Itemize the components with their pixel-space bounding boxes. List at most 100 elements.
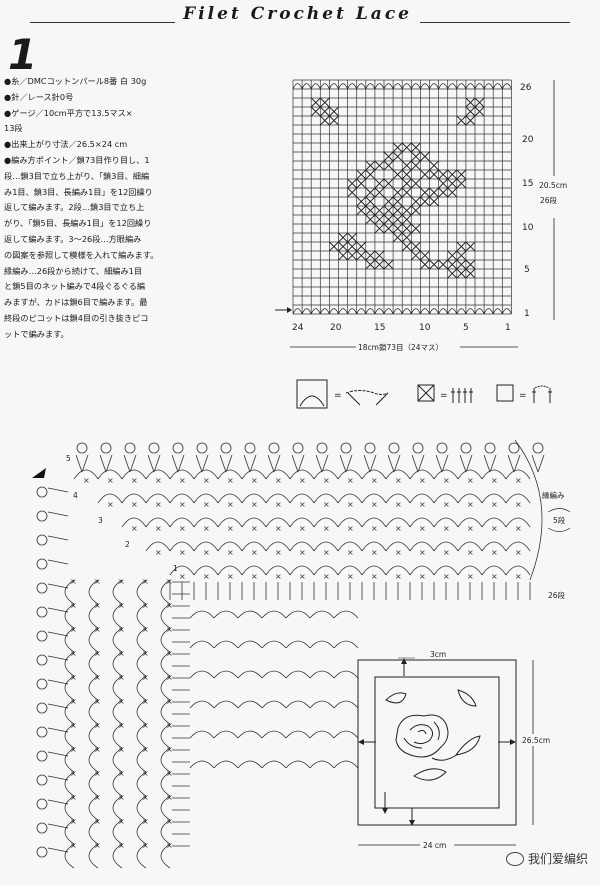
- single-crochet-mark: ×: [227, 548, 234, 557]
- filled-block: [438, 259, 449, 270]
- picot: [36, 726, 48, 738]
- net-arch: [465, 308, 476, 315]
- page-title: Filet Crochet Lace: [175, 4, 420, 24]
- single-crochet-mark: ×: [419, 524, 426, 533]
- filled-block: [383, 214, 394, 225]
- net-loop: [285, 700, 311, 709]
- net-arch: [410, 308, 421, 315]
- picot-stem: [171, 454, 179, 473]
- net-loop: [361, 517, 387, 528]
- single-crochet-mark: ×: [179, 572, 186, 581]
- picot: [36, 582, 48, 594]
- net-loop: [160, 579, 171, 605]
- rose-icon: [395, 714, 449, 758]
- filled-block: [329, 106, 339, 117]
- single-crochet-mark: ×: [107, 500, 114, 509]
- filled-block: [447, 169, 458, 180]
- instruction-line: ●糸／DMCコットンパール8番 白 30g: [4, 76, 147, 86]
- filled-block: [438, 169, 449, 180]
- net-loop: [457, 541, 483, 552]
- picot-stem: [249, 454, 257, 473]
- row26-label: 26段: [548, 590, 566, 600]
- net-loop: [261, 640, 287, 649]
- net-loop: [112, 603, 123, 629]
- net-loop: [64, 579, 75, 605]
- net-loop: [169, 565, 195, 576]
- single-crochet-mark: ×: [347, 572, 354, 581]
- pattern-number: 1: [8, 30, 38, 79]
- net-loop: [160, 723, 171, 749]
- net-loop: [337, 469, 363, 480]
- net-arch: [356, 83, 367, 90]
- instruction-line: みますが、カドは鎖6目で編みます。最: [4, 297, 148, 308]
- instruction-line: 縁編み…26段から続けて、細編み1目: [4, 265, 143, 276]
- single-crochet-mark: ×: [142, 577, 149, 586]
- filled-block: [401, 187, 412, 198]
- single-crochet-mark: ×: [118, 841, 125, 850]
- net-loop: [309, 700, 335, 709]
- picot-stem: [531, 454, 539, 473]
- net-arch: [329, 83, 339, 90]
- net-loop: [433, 541, 459, 552]
- row-label-15: 15: [522, 179, 533, 189]
- single-crochet-mark: ×: [491, 548, 498, 557]
- single-crochet-mark: ×: [395, 572, 402, 581]
- filled-block: [310, 97, 321, 108]
- net-loop: [112, 795, 123, 821]
- single-crochet-mark: ×: [166, 817, 173, 826]
- net-arch: [374, 83, 385, 90]
- net-loop: [64, 603, 75, 629]
- single-crochet-mark: ×: [371, 500, 378, 509]
- filled-block: [319, 115, 330, 126]
- single-crochet-mark: ×: [94, 625, 101, 634]
- edge-arc: [514, 439, 543, 581]
- net-arch: [501, 308, 512, 315]
- single-crochet-mark: ×: [118, 721, 125, 730]
- single-crochet-mark: ×: [347, 524, 354, 533]
- single-crochet-mark: ×: [467, 572, 474, 581]
- filled-block: [401, 205, 412, 216]
- picot-stem: [129, 454, 137, 473]
- picot-stem: [393, 454, 401, 473]
- single-crochet-mark: ×: [371, 548, 378, 557]
- net-arch: [501, 83, 512, 90]
- net-loop: [112, 843, 123, 869]
- picot: [36, 486, 48, 498]
- single-crochet-mark: ×: [491, 524, 498, 533]
- net-loop: [73, 469, 99, 480]
- net-arch: [365, 308, 376, 315]
- net-loop: [193, 469, 219, 480]
- filled-block: [420, 187, 430, 198]
- filled-block: [365, 196, 376, 207]
- legend-equals-1: =: [334, 391, 342, 401]
- net-loop: [193, 565, 219, 576]
- picot-stem: [47, 631, 69, 637]
- leaf-icon: [413, 768, 447, 781]
- edging-stitch-chart: ××××××××××××××××××××××××××××××××××××××××…: [36, 439, 545, 869]
- picot-stem: [47, 487, 69, 493]
- net-loop: [169, 517, 195, 528]
- net-loop: [361, 469, 387, 480]
- filled-block: [319, 106, 330, 117]
- single-crochet-mark: ×: [371, 572, 378, 581]
- single-crochet-mark: ×: [166, 841, 173, 850]
- single-crochet-mark: ×: [94, 841, 101, 850]
- net-loop: [285, 760, 311, 769]
- single-crochet-mark: ×: [142, 697, 149, 706]
- single-crochet-mark: ×: [70, 577, 77, 586]
- net-loop: [112, 819, 123, 845]
- single-crochet-mark: ×: [491, 500, 498, 509]
- picot: [36, 534, 48, 546]
- single-crochet-mark: ×: [142, 673, 149, 682]
- diagram-width-label: 24 cm: [423, 841, 446, 850]
- filled-block: [365, 250, 376, 261]
- single-crochet-mark: ×: [323, 572, 330, 581]
- net-arch: [420, 308, 430, 315]
- single-crochet-mark: ×: [118, 769, 125, 778]
- single-crochet-mark: ×: [107, 476, 114, 485]
- single-crochet-mark: ×: [467, 500, 474, 509]
- net-loop: [213, 760, 239, 769]
- picot-stem: [195, 454, 203, 473]
- single-crochet-mark: ×: [94, 601, 101, 610]
- single-crochet-mark: ×: [227, 572, 234, 581]
